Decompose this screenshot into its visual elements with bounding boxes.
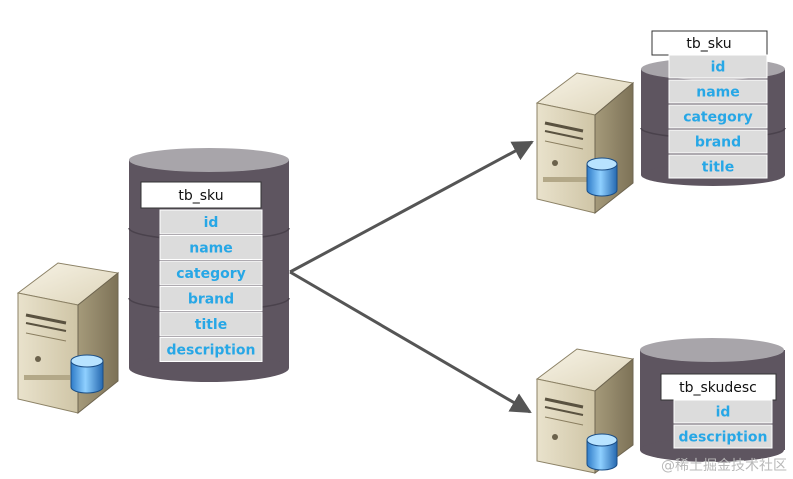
field-label: description (679, 430, 768, 446)
field-cell (159, 260, 263, 286)
field-label: id (716, 405, 731, 421)
server-icon (535, 72, 635, 215)
bottom-table-name: tb_skudesc (679, 380, 757, 396)
top-table-header (651, 30, 768, 56)
field-cell (668, 54, 768, 79)
field-label: title (195, 317, 227, 333)
field-label: name (696, 85, 740, 101)
field-cell (159, 311, 263, 337)
split-arrow-down (289, 270, 532, 414)
top-table-name: tb_sku (686, 36, 731, 52)
field-cell (668, 79, 768, 104)
watermark: @稀土掘金技术社区 (661, 458, 787, 474)
field-cell (668, 104, 768, 129)
field-cell (159, 337, 263, 362)
field-cell (673, 424, 773, 449)
field-label: id (711, 60, 726, 76)
field-label: brand (188, 292, 234, 308)
database-icon (70, 354, 104, 394)
server-icon (16, 262, 120, 415)
split-arrow-up (289, 140, 534, 274)
server-icon (535, 348, 635, 474)
field-label: category (176, 266, 246, 282)
field-cell (159, 235, 263, 260)
source-table-name: tb_sku (178, 188, 223, 204)
bottom-fields: id description (673, 399, 773, 449)
field-label: description (167, 343, 256, 359)
field-cell (668, 154, 768, 179)
top-fields: id name category brand title (668, 54, 768, 179)
source-table-header (140, 181, 262, 209)
source-fields: id name category brand title description (159, 209, 263, 362)
database-icon (586, 433, 618, 471)
field-cell (668, 129, 768, 154)
field-label: brand (695, 135, 741, 151)
field-cell (673, 399, 773, 424)
field-cell (159, 209, 263, 235)
field-cell (159, 286, 263, 311)
field-label: title (702, 160, 734, 176)
database-icon (586, 157, 618, 197)
field-label: name (189, 241, 233, 257)
field-label: id (204, 215, 219, 231)
field-label: category (683, 110, 753, 126)
